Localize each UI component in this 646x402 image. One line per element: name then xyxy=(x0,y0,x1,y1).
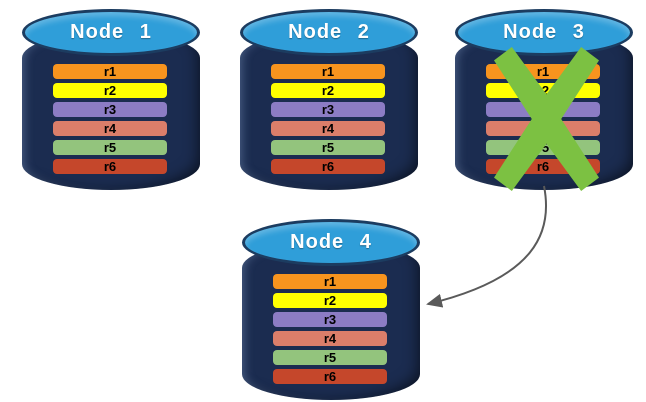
node-4-cylinder: Node 4 r1 r2 r3 r4 r5 r6 xyxy=(242,219,420,400)
node-1-title: Node 1 xyxy=(70,21,152,43)
replica-bar-r5: r5 xyxy=(53,140,167,155)
failure-x-icon xyxy=(494,47,599,191)
replica-bar-r4: r4 xyxy=(273,331,387,346)
replica-bar-r2: r2 xyxy=(273,293,387,308)
node-2-cylinder: Node 2 r1 r2 r3 r4 r5 r6 xyxy=(240,9,418,190)
replica-bar-r1: r1 xyxy=(271,64,385,79)
node-1-replica-list: r1 r2 r3 r4 r5 r6 xyxy=(53,64,167,178)
replica-bar-r2: r2 xyxy=(271,83,385,98)
replica-bar-r6: r6 xyxy=(271,159,385,174)
node-1-cylinder-top: Node 1 xyxy=(22,9,200,56)
node-2-replica-list: r1 r2 r3 r4 r5 r6 xyxy=(271,64,385,178)
replica-bar-r3: r3 xyxy=(53,102,167,117)
node-2-cylinder-top: Node 2 xyxy=(240,9,418,56)
replica-bar-r5: r5 xyxy=(273,350,387,365)
replica-bar-r1: r1 xyxy=(53,64,167,79)
node-3-title: Node 3 xyxy=(503,21,585,43)
replica-bar-r3: r3 xyxy=(271,102,385,117)
node-3-cylinder: Node 3 r1 r2 r3 r4 r5 r6 xyxy=(455,9,633,191)
replica-bar-r4: r4 xyxy=(53,121,167,136)
node-4-replica-list: r1 r2 r3 r4 r5 r6 xyxy=(273,274,387,388)
replica-bar-r4: r4 xyxy=(271,121,385,136)
replica-bar-r3: r3 xyxy=(273,312,387,327)
node-4-title: Node 4 xyxy=(290,231,372,253)
failover-arrow xyxy=(426,185,548,308)
node-1-cylinder: Node 1 r1 r2 r3 r4 r5 r6 xyxy=(22,9,200,190)
replica-bar-r2: r2 xyxy=(53,83,167,98)
replica-bar-r6: r6 xyxy=(273,369,387,384)
replica-bar-r1: r1 xyxy=(273,274,387,289)
replica-bar-r5: r5 xyxy=(271,140,385,155)
node-2-title: Node 2 xyxy=(288,21,370,43)
node-4-cylinder-top: Node 4 xyxy=(242,219,420,266)
node-3-cylinder-top: Node 3 xyxy=(455,9,633,56)
replica-bar-r6: r6 xyxy=(53,159,167,174)
